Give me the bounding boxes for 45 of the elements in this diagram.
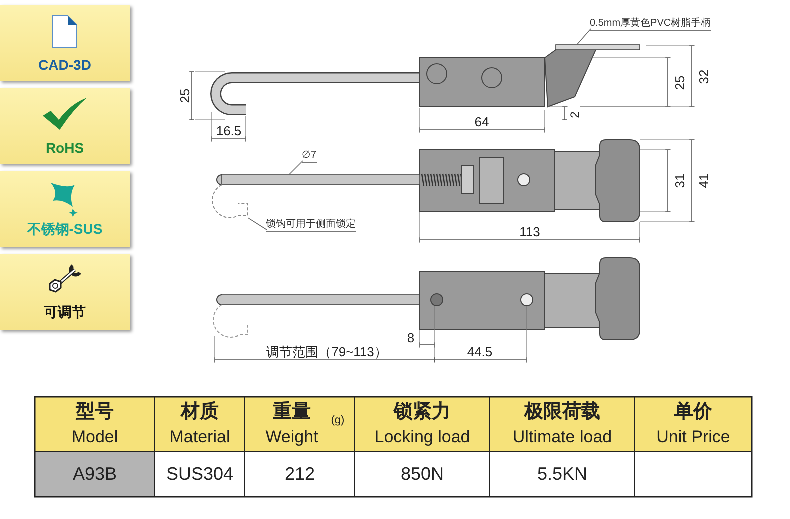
feature-label: CAD-3D [38, 57, 92, 73]
dimension-value: 44.5 [466, 346, 494, 358]
unit-note: (g) [331, 416, 345, 426]
table-value: A93B [72, 465, 118, 483]
column-header: Ultimate load [512, 428, 612, 446]
dimension-value: 31 [674, 172, 686, 190]
column-header: 型号 [76, 402, 114, 422]
feature-tile [0, 254, 130, 330]
column-header: 极限荷载 [524, 402, 600, 422]
column-header: Locking load [374, 428, 470, 446]
table-value: 212 [284, 465, 316, 483]
dimension-value: 8 [406, 332, 416, 344]
callout-note: 锁钩可用于侧面锁定 [266, 219, 356, 232]
dimension-value: 41 [698, 172, 710, 190]
column-header: Material [170, 428, 230, 446]
feature-tile [0, 171, 130, 247]
handle-plate [556, 44, 640, 50]
dashed-hook-outline [212, 184, 248, 218]
column-header: 单价 [674, 402, 712, 422]
dimension-value: 2 [569, 110, 581, 120]
feature-label: RoHS [44, 140, 86, 156]
dimension-value: 16.5 [215, 124, 243, 138]
column-header: Weight [266, 428, 318, 446]
leader-line [576, 28, 592, 46]
column-header: 材质 [181, 402, 219, 422]
feature-label: 可调节 [43, 304, 87, 322]
leader-line [288, 160, 304, 176]
callout-note: ∅7 [302, 150, 317, 163]
column-header: Unit Price [656, 428, 730, 446]
leader-line [248, 218, 268, 230]
column-header: 重量 [273, 402, 311, 422]
table-value: SUS304 [166, 465, 234, 483]
feature-tile [0, 5, 130, 81]
dimension-value: 113 [518, 226, 542, 238]
column-header: Model [72, 428, 118, 446]
callout-note: 0.5mm厚黄色PVC树脂手柄 [590, 18, 712, 31]
dimension-value: 64 [474, 116, 490, 128]
dimension-value: 32 [698, 68, 710, 86]
dimension-value: 25 [178, 88, 192, 104]
column-header: 锁紧力 [394, 402, 451, 422]
dimension-value: 25 [674, 74, 686, 92]
feature-tile [0, 88, 130, 164]
feature-label: 不锈钢-SUS [26, 221, 104, 239]
table-value: 5.5KN [537, 465, 588, 483]
table-value: 850N [400, 465, 444, 483]
